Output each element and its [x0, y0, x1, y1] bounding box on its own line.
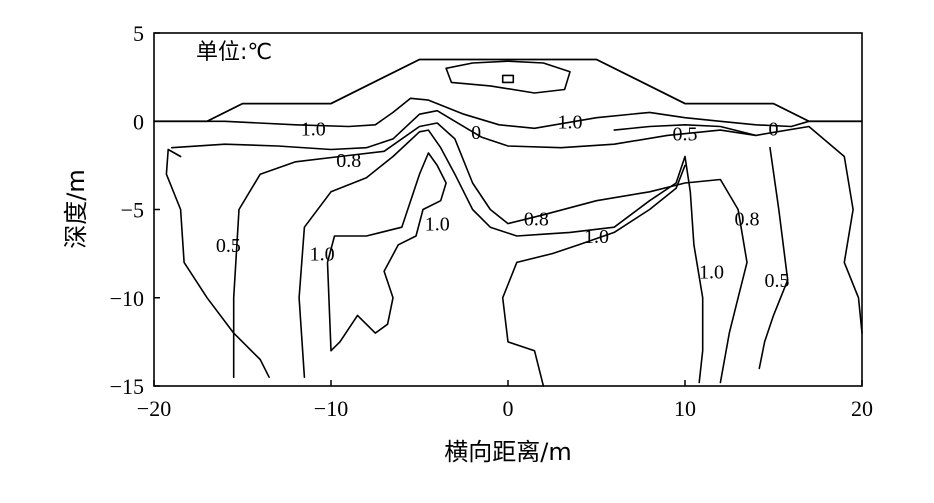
contour-label: 1.0 [310, 244, 335, 266]
y-tick-label: −5 [121, 198, 144, 223]
x-tick-label: −20 [137, 396, 171, 421]
contour-label: 0.8 [734, 208, 759, 230]
contour-label: 0.5 [216, 235, 241, 257]
contour-line-1.0 [153, 97, 863, 130]
contour-line-1.0 [501, 164, 686, 387]
contour-line--0.5 [165, 148, 270, 379]
contour-label: 0.5 [673, 124, 698, 146]
x-tick-label: 20 [851, 396, 873, 421]
contour-label: 0.5 [765, 270, 790, 292]
contour-line-1.0 [326, 152, 447, 352]
contour-line-hot [445, 60, 571, 94]
contour-line-0 [170, 109, 863, 334]
contour-label-layer: 1.0 0 1.0 0.5 0 0.8 1.0 0.8 1.0 0.5 1.0 1.0 0.8 0.5 [216, 111, 790, 292]
unit-note: 单位:℃ [196, 40, 272, 65]
contour-line-0.8 [232, 122, 748, 384]
y-tick-label: 5 [133, 21, 144, 46]
y-tick-label: −15 [110, 374, 144, 399]
contour-label: 0.8 [336, 150, 361, 172]
contour-label: 1.0 [557, 111, 582, 133]
y-tick-label: 0 [133, 109, 144, 134]
contour-label: 1.0 [584, 226, 609, 248]
contour-label: 1.0 [301, 118, 326, 140]
contour-line-1.0 [298, 129, 704, 384]
contour-line-hot [501, 74, 515, 84]
contour-label: 1.0 [425, 214, 450, 236]
contour-label: 0 [471, 122, 481, 144]
x-tick-label: 0 [503, 396, 514, 421]
x-tick-label: −10 [314, 396, 348, 421]
x-axis-label: 横向距离/m [444, 438, 571, 466]
y-tick-label: −10 [110, 286, 144, 311]
contour-line--0.5 [758, 146, 789, 370]
y-axis-label: 深度/m [62, 169, 90, 248]
contour-line--0.5 [613, 124, 757, 137]
tick-layer: −20 −10 0 10 20 5 0 −5 −10 −15 [110, 21, 873, 421]
contour-label: 0.8 [524, 208, 549, 230]
x-tick-label: 10 [674, 396, 696, 421]
contour-layer [153, 58, 863, 387]
embankment-surface [154, 58, 862, 123]
contour-label: 0 [769, 118, 779, 140]
contour-label: 1.0 [699, 261, 724, 283]
